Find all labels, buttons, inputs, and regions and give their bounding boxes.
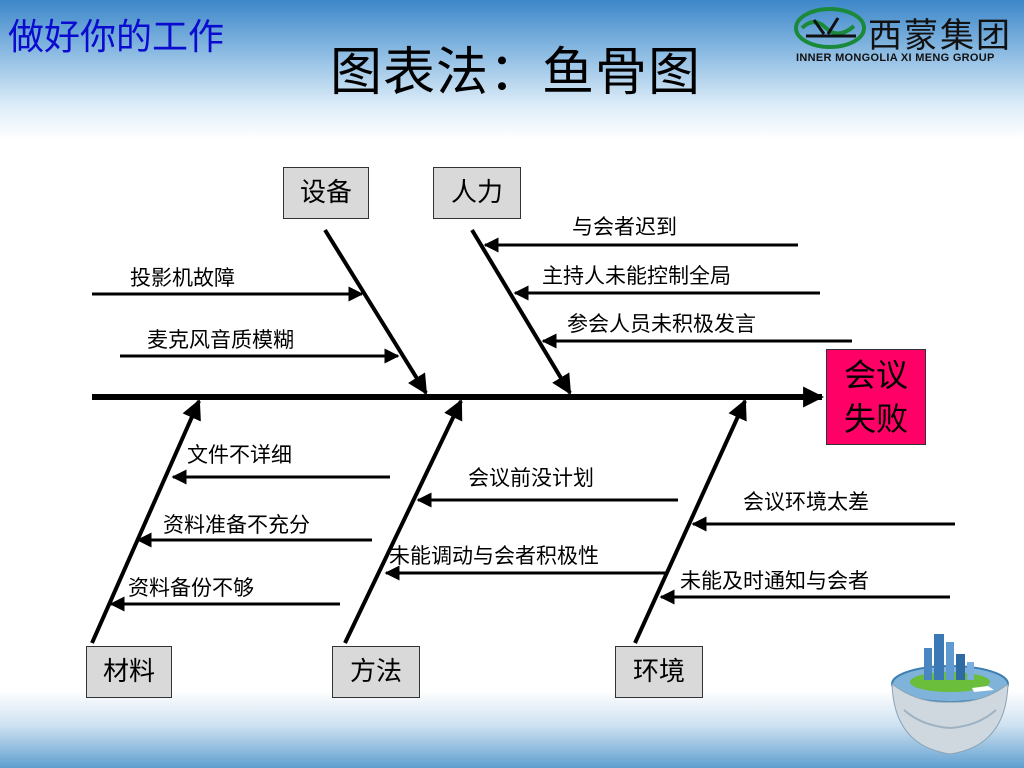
logo-brand-en: INNER MONGOLIA XI MENG GROUP	[796, 52, 995, 64]
category-people: 人力	[433, 167, 521, 219]
cause-label: 资料备份不够	[128, 576, 254, 600]
cause-label: 文件不详细	[187, 443, 292, 467]
cause-label: 未能及时通知与会者	[680, 569, 869, 593]
section-title: 做好你的工作	[8, 17, 225, 58]
category-equipment: 设备	[283, 167, 369, 219]
cause-label: 资料准备不充分	[163, 513, 310, 537]
logo-brand-cn: 西蒙集团	[868, 16, 1012, 56]
company-logo: 西蒙集团 INNER MONGOLIA XI MENG GROUP	[794, 6, 1018, 68]
cause-label: 与会者迟到	[572, 215, 677, 239]
effect-box: 会议失败	[826, 349, 926, 445]
cause-label: 会议前没计划	[468, 466, 594, 490]
category-method: 方法	[332, 646, 420, 698]
bone-method	[343, 399, 463, 644]
cause-label: 主持人未能控制全局	[542, 264, 731, 288]
city-globe-icon	[891, 634, 1009, 755]
cause-label: 会议环境太差	[743, 490, 869, 514]
cause-label: 参会人员未积极发言	[567, 312, 756, 336]
page-title: 图表法：鱼骨图	[330, 43, 702, 103]
cause-label: 投影机故障	[130, 266, 235, 290]
cause-label: 麦克风音质模糊	[147, 328, 294, 352]
bone-equipment	[323, 228, 428, 395]
cause-label: 未能调动与会者积极性	[389, 544, 599, 568]
category-materials: 材料	[86, 646, 172, 698]
bone-environment	[633, 399, 747, 644]
logo-emblem-icon	[794, 7, 866, 49]
category-environment: 环境	[615, 646, 703, 698]
bone-people	[470, 228, 572, 395]
